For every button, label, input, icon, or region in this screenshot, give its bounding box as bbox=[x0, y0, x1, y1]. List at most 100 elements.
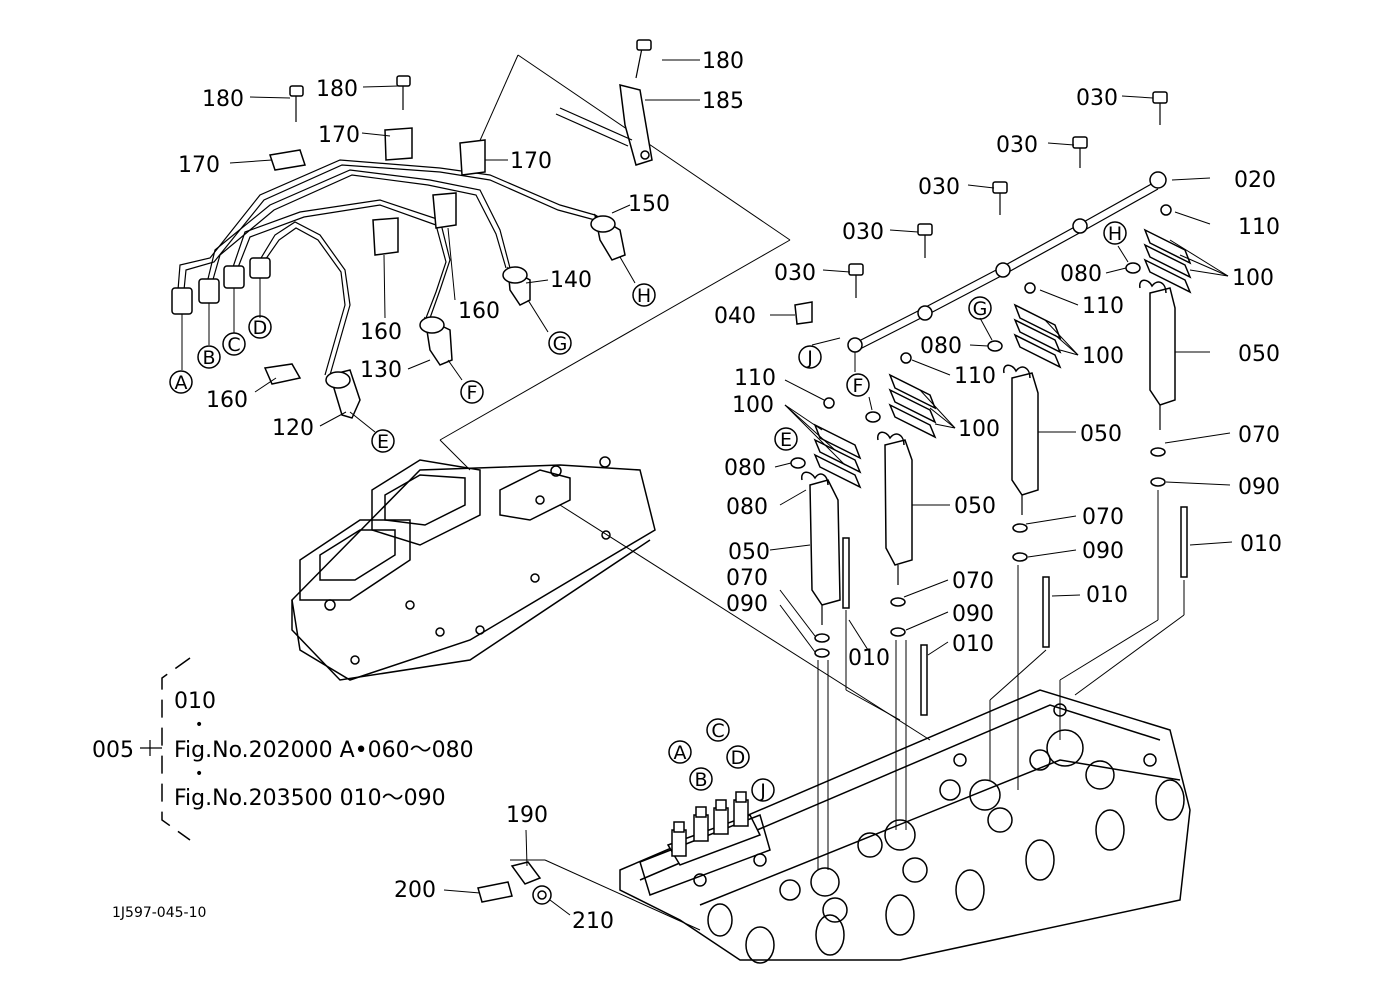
callout-c: C bbox=[706, 718, 730, 742]
intake-manifold-drawing bbox=[291, 456, 656, 681]
callout-h: H bbox=[1103, 221, 1127, 245]
label-070: 070 bbox=[1082, 505, 1124, 530]
callout-j: J bbox=[798, 345, 822, 369]
reference-box: 005 010 • Fig.No.202000 A•060～080 • Fig.… bbox=[92, 689, 474, 811]
svg-text:F: F bbox=[853, 375, 864, 397]
reference-line-2: Fig.No.202000 A•060～080 bbox=[174, 738, 474, 763]
label-150: 150 bbox=[628, 192, 670, 217]
label-080: 080 bbox=[726, 495, 768, 520]
reference-dot-2: • bbox=[195, 766, 203, 782]
label-010: 010 bbox=[952, 632, 994, 657]
label-030: 030 bbox=[918, 175, 960, 200]
label-070: 070 bbox=[726, 566, 768, 591]
callout-b: B bbox=[689, 767, 713, 791]
label-170: 170 bbox=[178, 153, 220, 178]
callout-a: A bbox=[668, 740, 692, 764]
label-100: 100 bbox=[732, 393, 774, 418]
svg-text:J: J bbox=[759, 780, 766, 802]
injection-pipes-drawing bbox=[171, 39, 653, 433]
svg-text:H: H bbox=[1108, 223, 1122, 245]
label-010: 010 bbox=[1086, 583, 1128, 608]
svg-text:C: C bbox=[711, 720, 724, 742]
reference-line-3: Fig.No.203500 010～090 bbox=[174, 786, 446, 811]
label-030: 030 bbox=[1076, 86, 1118, 111]
label-090: 090 bbox=[1238, 475, 1280, 500]
svg-text:A: A bbox=[674, 742, 687, 764]
label-170: 170 bbox=[510, 149, 552, 174]
label-070: 070 bbox=[952, 569, 994, 594]
circled-callouts: A B C D E F G H E F G H J A B C D J bbox=[169, 221, 1127, 802]
label-180: 180 bbox=[202, 87, 244, 112]
callout-c: C bbox=[222, 332, 246, 356]
callout-f: F bbox=[846, 373, 870, 397]
label-185: 185 bbox=[702, 89, 744, 114]
callout-e: E bbox=[774, 427, 798, 451]
label-080: 080 bbox=[1060, 262, 1102, 287]
label-090: 090 bbox=[726, 592, 768, 617]
label-160: 160 bbox=[360, 320, 402, 345]
label-110: 110 bbox=[734, 366, 776, 391]
label-030: 030 bbox=[774, 261, 816, 286]
callout-d: D bbox=[248, 315, 272, 339]
callout-b: B bbox=[197, 345, 221, 369]
leader-lines bbox=[229, 59, 1233, 916]
label-100: 100 bbox=[1232, 266, 1274, 291]
callout-f: F bbox=[460, 380, 484, 404]
svg-text:E: E bbox=[780, 429, 792, 451]
svg-text:E: E bbox=[377, 431, 389, 453]
assembly-outline-lines bbox=[439, 54, 931, 931]
label-100: 100 bbox=[958, 417, 1000, 442]
label-140: 140 bbox=[550, 268, 592, 293]
label-130: 130 bbox=[360, 358, 402, 383]
svg-text:G: G bbox=[553, 333, 568, 355]
label-170: 170 bbox=[318, 123, 360, 148]
label-010: 010 bbox=[848, 646, 890, 671]
callout-j: J bbox=[751, 778, 775, 802]
bottom-hardware-drawing bbox=[477, 861, 552, 905]
label-110: 110 bbox=[954, 364, 996, 389]
svg-text:H: H bbox=[637, 285, 651, 307]
label-080: 080 bbox=[724, 456, 766, 481]
label-090: 090 bbox=[1082, 539, 1124, 564]
pump-outlet-fittings bbox=[671, 791, 749, 857]
label-100: 100 bbox=[1082, 344, 1124, 369]
label-080: 080 bbox=[920, 334, 962, 359]
label-180: 180 bbox=[702, 49, 744, 74]
label-020: 020 bbox=[1234, 168, 1276, 193]
svg-text:A: A bbox=[175, 372, 188, 394]
label-200: 200 bbox=[394, 878, 436, 903]
label-030: 030 bbox=[996, 133, 1038, 158]
label-030: 030 bbox=[842, 220, 884, 245]
label-050: 050 bbox=[954, 494, 996, 519]
label-010: 010 bbox=[1240, 532, 1282, 557]
leak-off-pipe-drawing bbox=[794, 91, 1168, 372]
svg-text:F: F bbox=[467, 382, 478, 404]
label-070: 070 bbox=[1238, 423, 1280, 448]
injectors-drawing bbox=[790, 204, 1192, 870]
callout-h: H bbox=[632, 283, 656, 307]
reference-number: 005 bbox=[92, 738, 134, 763]
reference-line-1: 010 bbox=[174, 689, 216, 714]
label-160: 160 bbox=[458, 299, 500, 324]
label-160: 160 bbox=[206, 388, 248, 413]
label-210: 210 bbox=[572, 909, 614, 934]
label-090: 090 bbox=[952, 602, 994, 627]
reference-dot-1: • bbox=[195, 717, 203, 733]
label-050: 050 bbox=[728, 540, 770, 565]
label-120: 120 bbox=[272, 416, 314, 441]
callout-g: G bbox=[548, 331, 572, 355]
callout-d: D bbox=[726, 745, 750, 769]
reference-bracket bbox=[140, 657, 191, 841]
label-190: 190 bbox=[506, 803, 548, 828]
callout-e: E bbox=[371, 429, 395, 453]
callout-a: A bbox=[169, 370, 193, 394]
svg-text:J: J bbox=[806, 347, 813, 369]
svg-text:B: B bbox=[694, 769, 707, 791]
callout-g: G bbox=[968, 296, 992, 320]
drawing-id: 1J597-045-10 bbox=[112, 905, 206, 921]
label-110: 110 bbox=[1238, 215, 1280, 240]
svg-text:D: D bbox=[253, 317, 268, 339]
label-180: 180 bbox=[316, 77, 358, 102]
svg-text:C: C bbox=[227, 334, 240, 356]
